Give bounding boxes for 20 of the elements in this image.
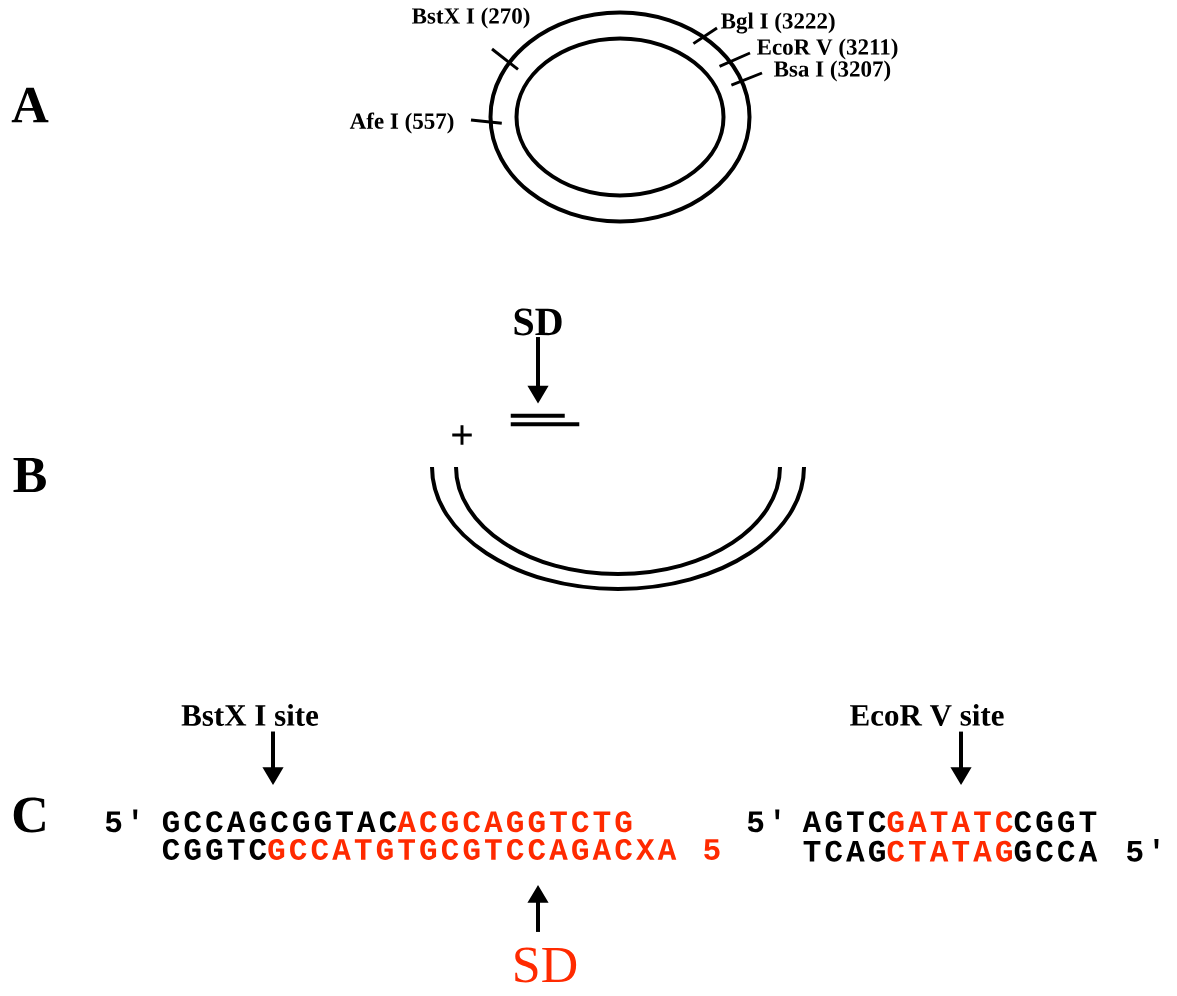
panel-letter: B (13, 457, 46, 493)
insert-bar (510, 413, 580, 427)
panel-letter: A (11, 87, 49, 123)
sequence-text: 5′ GCCAGCGGTACACGCAGGTCTG CGGTCGCCATGTGCGTCCAGACXA 5 (105, 809, 720, 860)
sequence-text: 5′ AGTCGATATCCGGT TCAGCTATAGGCCA 5′ (747, 809, 1159, 862)
site-label: Afe I (557) (349, 112, 454, 134)
plus-sign: + (452, 425, 472, 445)
sd-label: SD (515, 947, 577, 983)
panel-letter: C (13, 797, 45, 833)
site-heading: EcoR V site (850, 704, 1004, 726)
site-label: Bgl I (3222) (721, 12, 835, 34)
leader-line (491, 47, 519, 71)
site-label: BstX I (270) (412, 7, 530, 29)
leader-line (730, 71, 763, 87)
leader-line (718, 51, 751, 68)
sd-label: SD (514, 308, 562, 336)
site-label: Bsa I (3207) (774, 60, 891, 82)
leader-line (692, 26, 718, 45)
site-label: EcoR V (3211) (757, 38, 898, 60)
site-heading: BstX I site (181, 704, 319, 726)
